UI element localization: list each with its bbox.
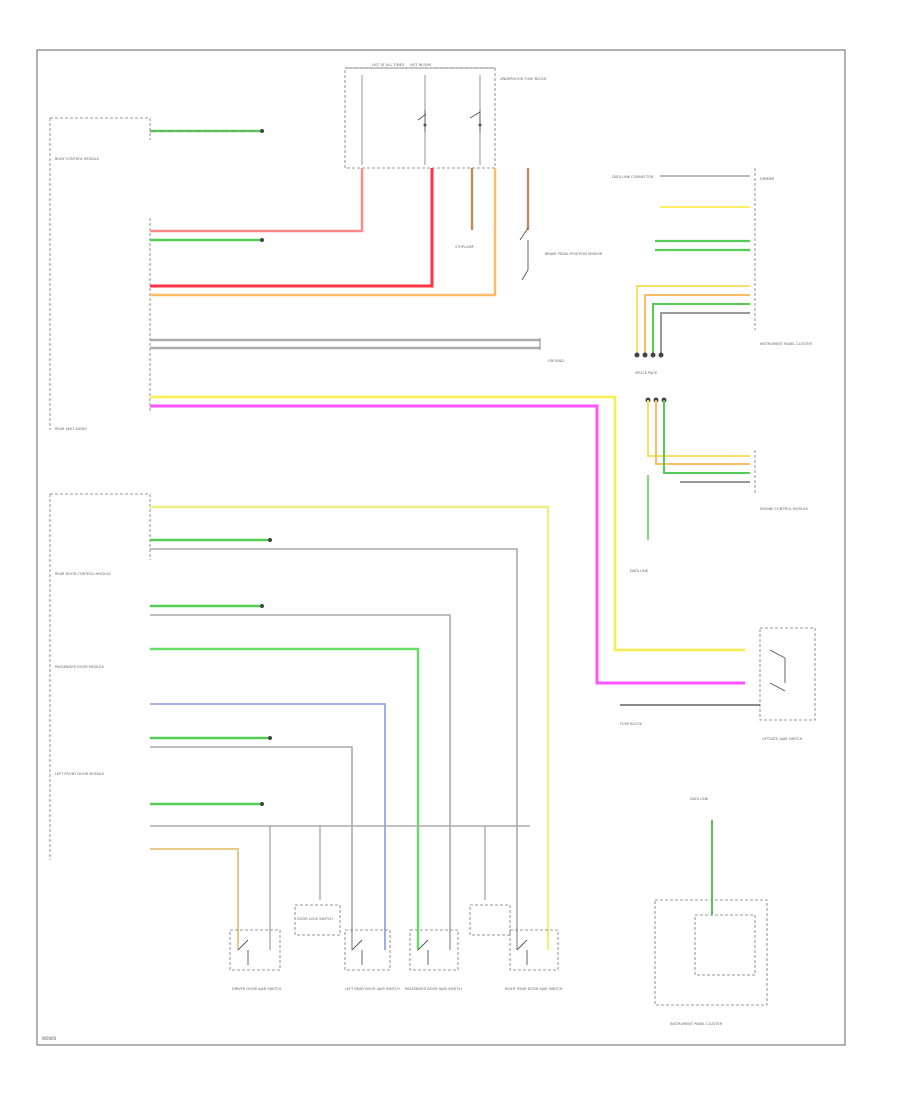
dlc-label-b: DATA LINK <box>630 569 649 573</box>
wire-bundle-splice: SPLICE PACK <box>634 285 750 403</box>
wire-orange-1 <box>150 168 497 297</box>
cluster-label: INSTRUMENT PANEL CLUSTER <box>670 1022 723 1026</box>
door-lock-label: DOOR LOCK SWITCH <box>297 917 333 921</box>
wire-brown-vert <box>470 168 530 230</box>
wire-green-door1 <box>150 538 272 542</box>
hot-at-all-times-label: HOT AT ALL TIMES <box>372 63 405 67</box>
wire-gray-door1 <box>150 548 518 950</box>
hot-in-run-label: HOT IN RUN <box>410 63 431 67</box>
wire-magenta-long <box>150 404 745 685</box>
wire-black-door4 <box>150 825 530 950</box>
wire-lightyellow-door <box>150 505 550 950</box>
wire-brightgreen-door <box>150 647 420 950</box>
dlc-label-a: DATA LINK CONNECTOR <box>612 175 654 179</box>
cluster-block: DATA LINK INSTRUMENT PANEL CLUSTER <box>654 797 768 1026</box>
left-module-top: BODY CONTROL MODULE <box>49 117 151 430</box>
fuse-block-label: FUSE BLOCK <box>620 722 643 726</box>
passenger-door-module-label: PASSENGER DOOR MODULE <box>55 665 104 669</box>
footer-code: W0000 <box>42 1036 57 1041</box>
left-rear-door-label: LEFT REAR DOOR AJAR SWITCH <box>345 987 400 991</box>
switches-bottom: DRIVER DOOR AJAR SWITCH DOOR LOCK SWITCH… <box>229 904 563 991</box>
right-rear-door-label: RIGHT REAR DOOR AJAR SWITCH <box>505 987 563 991</box>
underhood-fuse-block-label: UNDERHOOD FUSE BLOCK <box>500 77 547 81</box>
wire-pink-1 <box>150 168 364 233</box>
module-label-2: REAR SEAT AUDIO <box>55 427 87 431</box>
liftgate-switch: LIFTGATE AJAR SWITCH FUSE BLOCK <box>620 627 816 741</box>
rear-door-module: REAR DOOR CONTROL MODULE <box>49 493 151 860</box>
passenger-door-label: PASSENGER DOOR AJAR SWITCH <box>405 987 462 991</box>
wire-gray-door2 <box>150 614 451 950</box>
wire-green-2 <box>150 238 264 242</box>
wire-blue-door <box>150 703 386 950</box>
lf-door-module-label: LEFT FRONT DOOR MODULE <box>55 772 104 776</box>
passenger-door-switch: PASSENGER DOOR AJAR SWITCH <box>405 929 462 991</box>
driver-door-label: DRIVER DOOR AJAR SWITCH <box>232 987 281 991</box>
wire-gray-door3 <box>150 746 353 950</box>
right-rear-door-switch: RIGHT REAR DOOR AJAR SWITCH <box>505 929 563 991</box>
wire-red-1 <box>150 168 434 288</box>
wire-yellow-long <box>150 395 745 652</box>
brake-pedal-switch-label: BRAKE PEDAL POSITION SENSOR <box>545 252 603 256</box>
brake-switch: BRAKE PEDAL POSITION SENSOR <box>519 227 603 281</box>
ipc-right-label: INSTRUMENT PANEL CLUSTER <box>760 342 813 346</box>
switch-middle <box>469 904 511 936</box>
liftgate-label: LIFTGATE AJAR SWITCH <box>762 737 803 741</box>
body-control-module-label: BODY CONTROL MODULE <box>55 157 99 161</box>
wire-tan-door <box>150 848 239 950</box>
wire-green-door4 <box>150 802 264 806</box>
door-lock-switch: DOOR LOCK SWITCH <box>294 904 341 936</box>
wire-green-door2 <box>150 604 264 608</box>
diagram-frame <box>36 49 846 1046</box>
cluster-dlc-label: DATA LINK <box>690 797 709 801</box>
ipc-pin-label-1: DIMMER <box>760 177 775 181</box>
splice-pack-label: SPLICE PACK <box>635 371 658 375</box>
brake-label-a: STOPLAMP <box>455 245 474 249</box>
wire-ground-black: GROUND <box>150 338 564 363</box>
ground-label: GROUND <box>548 359 564 363</box>
fuse-block: HOT AT ALL TIMES HOT IN RUN UNDERHOOD FU… <box>344 63 547 169</box>
ipc-top: DIMMER DATA LINK CONNECTOR INSTRUMENT PA… <box>612 168 813 346</box>
wire-green-top <box>150 129 264 133</box>
left-rear-door-switch: LEFT REAR DOOR AJAR SWITCH <box>344 929 400 991</box>
ecm-label: ENGINE CONTROL MODULE <box>760 507 808 511</box>
ecm-block: ENGINE CONTROL MODULE DATA LINK <box>630 400 808 573</box>
rear-door-module-label: REAR DOOR CONTROL MODULE <box>55 572 111 576</box>
wire-green-door3 <box>150 736 272 740</box>
driver-door-switch: DRIVER DOOR AJAR SWITCH <box>229 929 281 991</box>
